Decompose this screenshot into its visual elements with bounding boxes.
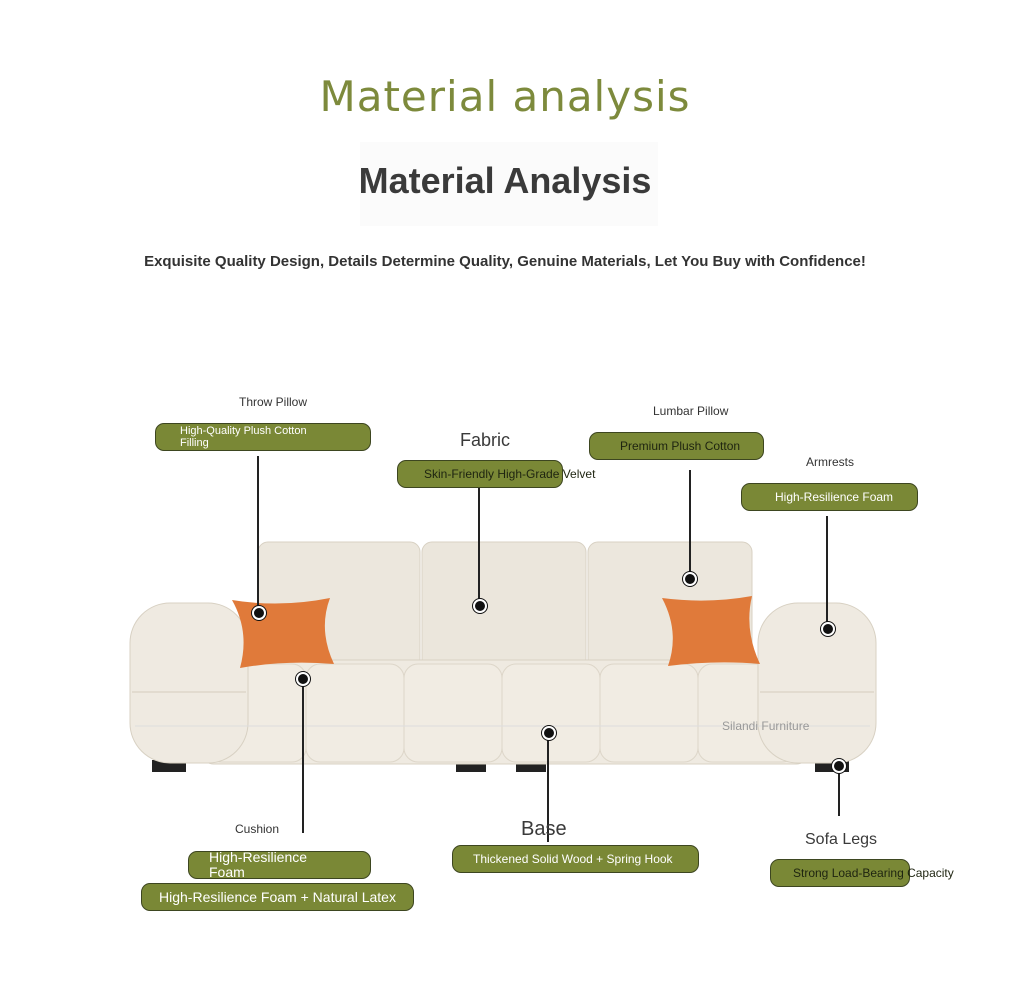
fabric-label: Fabric [460,430,511,450]
throw-pillow [232,598,334,668]
hotspot-dot [542,726,556,740]
throw-pillow-value: High-Quality Plush Cotton Filling [155,423,371,451]
hotspot-dot [296,672,310,686]
leader-line [302,678,304,833]
armrests-label: Armrests [806,455,854,469]
armrests-value: High-Resilience Foam [741,483,918,511]
leader-line [547,732,549,842]
right-armrest [757,602,877,764]
sofa-legs-label: Sofa Legs [805,831,878,848]
leader-line [826,516,828,628]
left-armrest [129,602,249,764]
title-box [360,142,658,226]
sofa-legs-value: Strong Load-Bearing Capacity [770,859,954,887]
seat-cushion [599,663,699,763]
script-title: Material analysis [319,72,691,121]
watermark: Silandi Furniture [722,719,810,733]
seat-cushion [501,663,601,763]
seat-cushion [305,663,405,763]
hotspot-dot [821,622,835,636]
cushion-value-2: High-Resilience Foam + Natural Latex [141,883,414,911]
page-subtitle: Exquisite Quality Design, Details Determ… [144,253,866,270]
hotspot-dot [473,599,487,613]
leader-line [478,488,480,605]
seat-cushion [403,663,503,763]
page-title: Material Analysis [358,160,652,201]
lumbar-pillow-label: Lumbar Pillow [653,404,729,418]
hotspot-dot [252,606,266,620]
back-cushion [421,541,587,673]
leader-line [689,470,691,578]
throw-pillow-label: Throw Pillow [239,395,308,409]
fabric-value: Skin-Friendly High-Grade Velvet [397,460,595,488]
cushion-value: High-Resilience Foam [188,850,371,880]
lumbar-pillow [662,596,760,666]
leader-line [838,766,840,816]
leader-line [257,456,259,613]
lumbar-pillow-value: Premium Plush Cotton [589,432,764,460]
base-value: Thickened Solid Wood + Spring Hook [452,845,699,873]
base-label: Base [521,818,567,840]
hotspot-dot [832,759,846,773]
hotspot-dot [683,572,697,586]
cushion-label: Cushion [235,822,280,836]
